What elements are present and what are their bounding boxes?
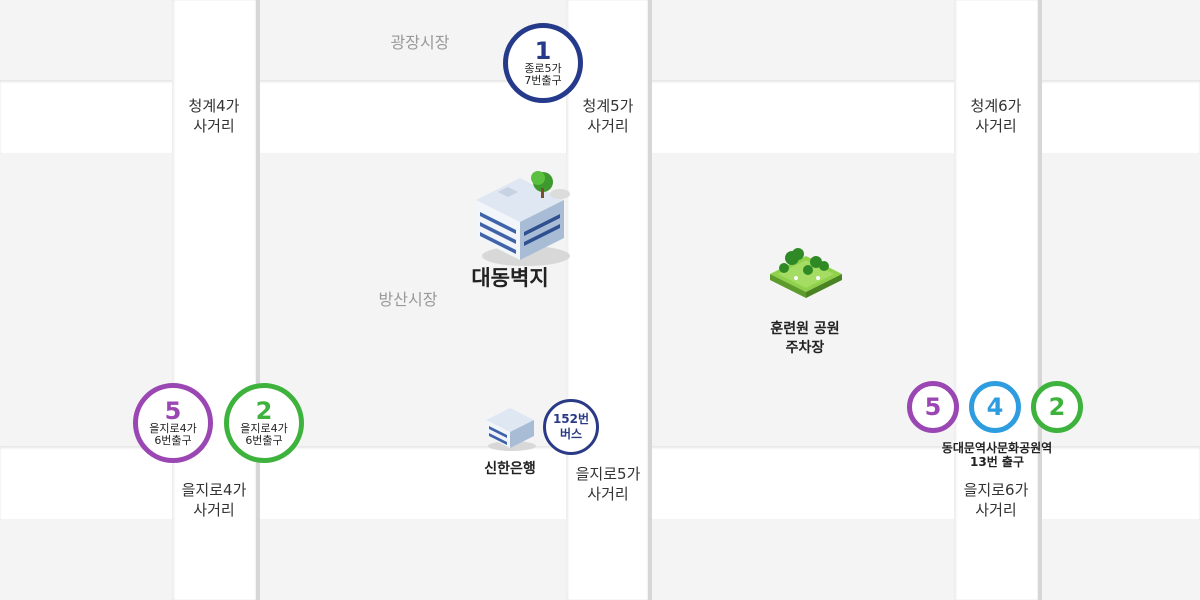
bank-label: 신한은행 bbox=[484, 461, 536, 477]
intersection-suffix: 사거리 bbox=[587, 117, 629, 135]
euljiro5-intersection: 을지로5가 사거리 bbox=[558, 464, 658, 504]
park-label: 훈련원 공원 주차장 bbox=[745, 320, 865, 358]
intersection-suffix: 사거리 bbox=[975, 117, 1017, 135]
intersection-name: 을지로5가 bbox=[575, 465, 641, 483]
park-name: 훈련원 공원 bbox=[770, 321, 840, 337]
jongno5-exit7-marker[interactable]: 1 종로5가 7번출구 bbox=[503, 23, 583, 103]
gwangjang-market-label: 광장시장 bbox=[390, 33, 450, 52]
euljiro4-exit6-line5-marker[interactable]: 5 을지로4가 6번출구 bbox=[133, 383, 213, 463]
park-suffix: 주차장 bbox=[785, 340, 825, 356]
road-west bbox=[172, 0, 256, 600]
euljiro4-intersection: 을지로4가 사거리 bbox=[164, 480, 264, 520]
intersection-name: 을지로6가 bbox=[963, 481, 1029, 499]
euljiro6-intersection: 을지로6가 사거리 bbox=[946, 480, 1046, 520]
bangsan-market-label: 방산시장 bbox=[378, 290, 438, 309]
line-number: 2 bbox=[255, 397, 273, 425]
exit-number: 7번출구 bbox=[524, 74, 562, 87]
bus-152-marker[interactable]: 152번 버스 bbox=[543, 399, 599, 455]
ddp-line5-marker[interactable]: 5 bbox=[907, 381, 959, 433]
intersection-name: 청계6가 bbox=[970, 97, 1022, 115]
euljiro4-exit6-line2-marker[interactable]: 2 을지로4가 6번출구 bbox=[224, 383, 304, 463]
bus-number: 152번 bbox=[552, 412, 590, 426]
station-name: 종로5가 bbox=[524, 62, 562, 75]
station-name: 동대문역사문화공원역 bbox=[941, 441, 1053, 455]
station-name: 을지로4가 bbox=[240, 422, 288, 435]
bank-building-icon bbox=[486, 408, 536, 451]
park-icon bbox=[770, 248, 842, 298]
cheonggye5-intersection: 청계5가 사거리 bbox=[558, 96, 658, 136]
intersection-suffix: 사거리 bbox=[193, 501, 235, 519]
line-number: 5 bbox=[164, 397, 182, 425]
intersection-name: 청계5가 bbox=[582, 97, 634, 115]
road-west-edge bbox=[256, 0, 260, 600]
intersection-name: 을지로4가 bbox=[181, 481, 247, 499]
building-icon bbox=[476, 171, 570, 266]
exit-number: 13번 출구 bbox=[970, 455, 1024, 469]
cheonggye4-intersection: 청계4가 사거리 bbox=[164, 96, 264, 136]
intersection-name: 청계4가 bbox=[188, 97, 240, 115]
cheonggye6-intersection: 청계6가 사거리 bbox=[946, 96, 1046, 136]
road-center bbox=[566, 0, 648, 600]
intersection-suffix: 사거리 bbox=[587, 485, 629, 503]
ddp-line2-marker[interactable]: 2 bbox=[1031, 381, 1083, 433]
exit-number: 6번출구 bbox=[154, 434, 192, 447]
ddp-caption: 동대문역사문화공원역 13번 출구 bbox=[917, 441, 1077, 469]
main-building-label: 대동벽지 bbox=[471, 266, 549, 290]
bus-suffix: 버스 bbox=[559, 427, 583, 441]
line-number: 1 bbox=[534, 37, 552, 65]
intersection-suffix: 사거리 bbox=[193, 117, 235, 135]
exit-number: 6번출구 bbox=[245, 434, 283, 447]
ddp-line4-marker[interactable]: 4 bbox=[969, 381, 1021, 433]
road-center-edge bbox=[648, 0, 652, 600]
road-east bbox=[954, 0, 1038, 600]
intersection-suffix: 사거리 bbox=[975, 501, 1017, 519]
road-east-edge bbox=[1038, 0, 1042, 600]
station-name: 을지로4가 bbox=[149, 422, 197, 435]
